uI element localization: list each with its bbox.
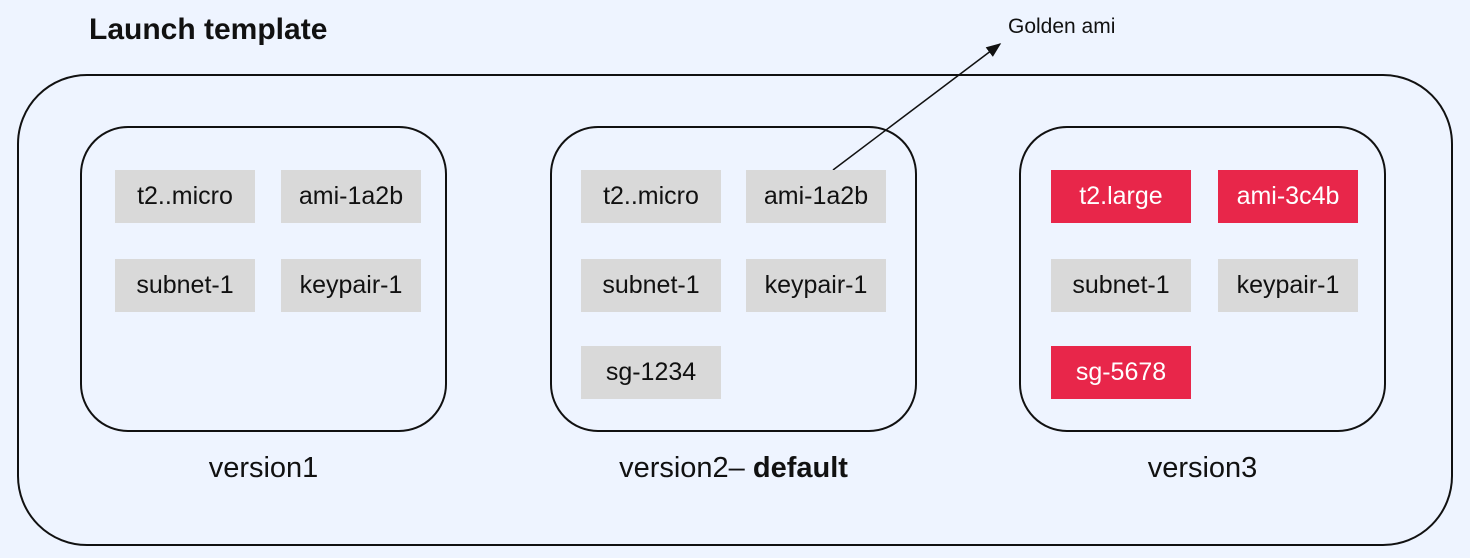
version1-label: version1 <box>208 452 319 484</box>
launch-template-container <box>17 74 1453 546</box>
version2-security-group-chip: sg-1234 <box>581 346 721 399</box>
version1-box <box>80 126 447 432</box>
version3-subnet-chip: subnet-1 <box>1051 259 1191 312</box>
version2-label: version2– default <box>550 450 917 486</box>
version3-security-group-chip: sg-5678 <box>1051 346 1191 399</box>
version1-keypair-chip: keypair-1 <box>281 259 421 312</box>
version3-label: version3 <box>1147 452 1258 484</box>
version1-subnet-chip: subnet-1 <box>115 259 255 312</box>
version3-keypair-chip: keypair-1 <box>1218 259 1358 312</box>
version2-keypair-chip: keypair-1 <box>746 259 886 312</box>
version3-ami-chip: ami-3c4b <box>1218 170 1358 223</box>
golden-ami-annotation: Golden ami <box>1008 15 1116 38</box>
diagram-title: Launch template <box>89 13 328 46</box>
default-badge: default <box>752 452 848 484</box>
version2-ami-chip: ami-1a2b <box>746 170 886 223</box>
version2-box <box>550 126 917 432</box>
version2-subnet-chip: subnet-1 <box>581 259 721 312</box>
version2-label-text: version2– <box>619 452 753 484</box>
version2-instance-type-chip: t2..micro <box>581 170 721 223</box>
version1-instance-type-chip: t2..micro <box>115 170 255 223</box>
version3-instance-type-chip: t2.large <box>1051 170 1191 223</box>
version3-box <box>1019 126 1386 432</box>
version1-ami-chip: ami-1a2b <box>281 170 421 223</box>
